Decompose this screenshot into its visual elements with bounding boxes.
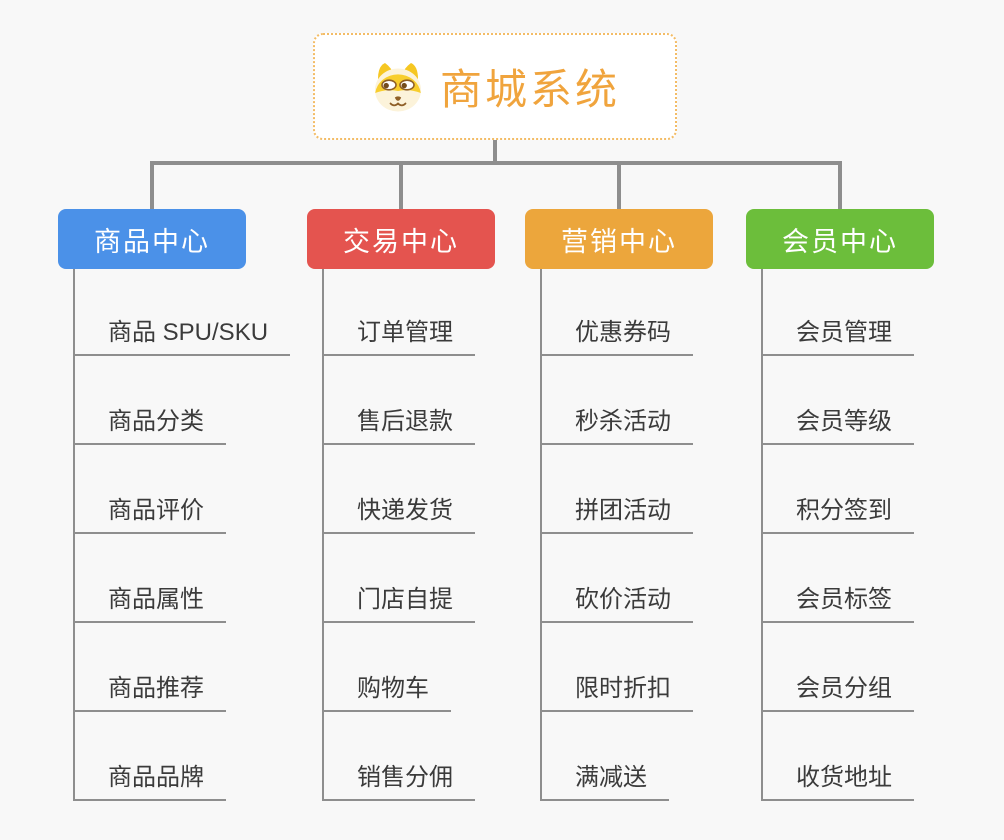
- child-node[interactable]: 商品 SPU/SKU: [73, 302, 291, 356]
- branch-node-0[interactable]: 商品中心: [58, 209, 246, 269]
- child-node[interactable]: 快递发货: [322, 480, 475, 534]
- branch-node-1[interactable]: 交易中心: [307, 209, 495, 269]
- connector-drop: [150, 161, 154, 209]
- connector-hbar: [150, 161, 842, 165]
- branch-label: 会员中心: [782, 226, 898, 257]
- child-node[interactable]: 会员管理: [761, 302, 914, 356]
- child-node[interactable]: 商品推荐: [73, 658, 226, 712]
- branch-label: 交易中心: [343, 226, 459, 257]
- branch-spine: [322, 269, 324, 801]
- child-node[interactable]: 优惠券码: [540, 302, 693, 356]
- child-node[interactable]: 购物车: [322, 658, 451, 712]
- child-node[interactable]: 限时折扣: [540, 658, 693, 712]
- connector-drop: [617, 161, 621, 209]
- child-node[interactable]: 售后退款: [322, 391, 475, 445]
- child-node[interactable]: 商品评价: [73, 480, 226, 534]
- branch-label: 营销中心: [561, 226, 677, 257]
- child-node[interactable]: 门店自提: [322, 569, 475, 623]
- child-node[interactable]: 会员标签: [761, 569, 914, 623]
- shiba-dog-icon: [370, 61, 426, 113]
- child-node[interactable]: 订单管理: [322, 302, 475, 356]
- child-node[interactable]: 收货地址: [761, 747, 914, 801]
- root-title: 商城系统: [439, 66, 620, 113]
- child-node[interactable]: 砍价活动: [540, 569, 693, 623]
- child-node[interactable]: 拼团活动: [540, 480, 693, 534]
- branch-spine: [540, 269, 542, 801]
- child-node[interactable]: 会员等级: [761, 391, 914, 445]
- branch-node-3[interactable]: 会员中心: [746, 209, 934, 269]
- connector-drop: [399, 161, 403, 209]
- child-node[interactable]: 积分签到: [761, 480, 914, 534]
- child-node[interactable]: 商品属性: [73, 569, 226, 623]
- child-node[interactable]: 秒杀活动: [540, 391, 693, 445]
- branch-spine: [73, 269, 75, 801]
- child-node[interactable]: 会员分组: [761, 658, 914, 712]
- connector-drop: [838, 161, 842, 209]
- branch-node-2[interactable]: 营销中心: [525, 209, 713, 269]
- branch-label: 商品中心: [94, 226, 210, 257]
- child-node[interactable]: 商品分类: [73, 391, 226, 445]
- connector-root-stub: [493, 140, 497, 165]
- branch-spine: [761, 269, 763, 801]
- child-node[interactable]: 销售分佣: [322, 747, 475, 801]
- child-node[interactable]: 商品品牌: [73, 747, 226, 801]
- child-node[interactable]: 满减送: [540, 747, 669, 801]
- root-node[interactable]: 商城系统: [313, 33, 677, 140]
